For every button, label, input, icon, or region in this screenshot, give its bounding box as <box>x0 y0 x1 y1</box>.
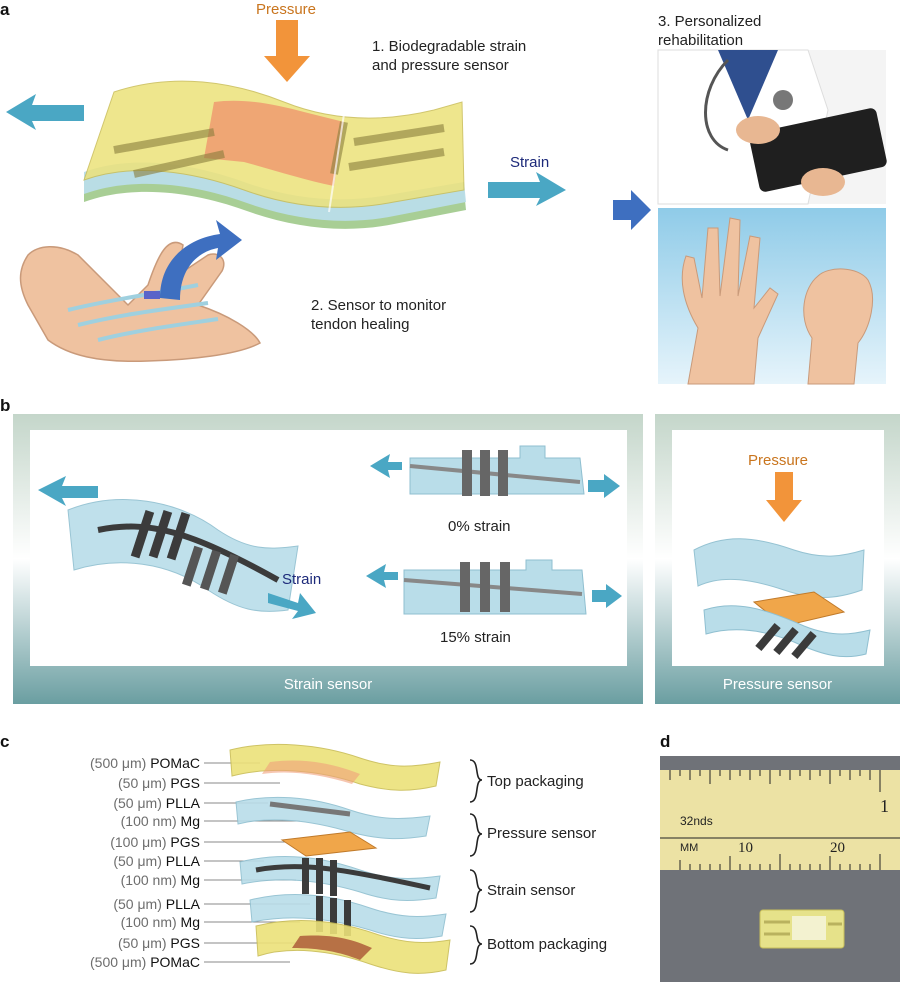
panel-b-pressure-label: Pressure <box>748 452 809 469</box>
panel-a-step1-line2: and pressure sensor <box>372 57 509 74</box>
panel-a-hands-photo <box>658 208 886 385</box>
ruler-mm: MM <box>680 842 699 854</box>
panel-a-step1-line1: 1. Biodegradable strain <box>372 38 527 55</box>
panel-b-strain-caption: Strain sensor <box>283 676 373 693</box>
layer-label-5: (100 μm) PGS <box>110 834 200 850</box>
panel-b-strain-label: Strain <box>282 571 322 588</box>
panel-a-step2-line2: tendon healing <box>311 316 410 333</box>
panel-a-step2-line1: 2. Sensor to monitor <box>311 297 447 314</box>
panel-a-strain-arrow <box>488 172 566 206</box>
group-label-pressure-sensor: Pressure sensor <box>487 825 597 842</box>
group-label-strain-sensor: Strain sensor <box>487 882 576 899</box>
panel-c-exploded-stack <box>204 744 451 974</box>
ruler-10: 10 <box>738 840 753 856</box>
layer-label-1: (500 μm) POMaC <box>90 755 200 771</box>
panel-a-letter: a <box>0 0 10 19</box>
layer-label-6: (50 μm) PLLA <box>113 853 200 869</box>
ruler-20: 20 <box>830 840 845 856</box>
layer-label-8: (50 μm) PLLA <box>113 896 200 912</box>
panel-a-curved-arrow <box>160 220 242 300</box>
group-label-top-packaging: Top packaging <box>487 773 584 790</box>
panel-a-pressure-arrow <box>264 20 310 82</box>
panel-d-photo: 1 32nds MM 10 20 <box>660 756 900 982</box>
panel-b-pressure-caption: Pressure sensor <box>722 676 833 693</box>
ruler-ticks <box>660 770 900 870</box>
panel-b-zero-strain-film <box>370 445 620 498</box>
layer-label-4: (100 nm) Mg <box>120 813 200 829</box>
layer-label-11: (500 μm) POMaC <box>90 954 200 970</box>
panel-a-sensor-stack <box>83 80 466 229</box>
layer-label-2: (50 μm) PGS <box>118 775 200 791</box>
panel-c-letter: c <box>0 732 10 751</box>
panel-b-pressure-arrow <box>766 472 802 522</box>
ruler-32nds: 32nds <box>680 814 713 828</box>
panel-c-braces <box>469 759 483 965</box>
ruler <box>660 770 900 870</box>
panel-b-fifteen-strain-film <box>366 559 622 615</box>
device-sample <box>759 909 845 949</box>
panel-a-step3-line2: rehabilitation <box>658 32 744 49</box>
panel-a-strain-label: Strain <box>510 154 550 171</box>
panel-a-rehab-arrow <box>613 190 651 230</box>
layer-label-9: (100 nm) Mg <box>120 914 200 930</box>
panel-a-pressure-label: Pressure <box>256 1 317 18</box>
ruler-number-1: 1 <box>880 796 889 816</box>
panel-b-strain-arrow <box>268 593 316 619</box>
panel-b-fifteen-strain-label: 15% strain <box>440 629 511 646</box>
panel-a-hand-illustration <box>19 241 262 363</box>
panel-d-letter: d <box>660 732 671 751</box>
panel-a-step3-line1: 3. Personalized <box>658 13 762 30</box>
panel-b-letter: b <box>0 396 11 415</box>
panel-b-strain-film <box>38 476 299 612</box>
layer-label-3: (50 μm) PLLA <box>113 795 200 811</box>
panel-b-pressure-film <box>693 538 871 660</box>
group-label-bottom-packaging: Bottom packaging <box>487 936 608 953</box>
panel-a-left-arrow <box>6 94 84 130</box>
layer-label-7: (100 nm) Mg <box>120 872 200 888</box>
layer-label-10: (50 μm) PGS <box>118 935 200 951</box>
panel-b-zero-strain-label: 0% strain <box>448 518 511 535</box>
panel-a-doctor-photo <box>657 49 887 205</box>
